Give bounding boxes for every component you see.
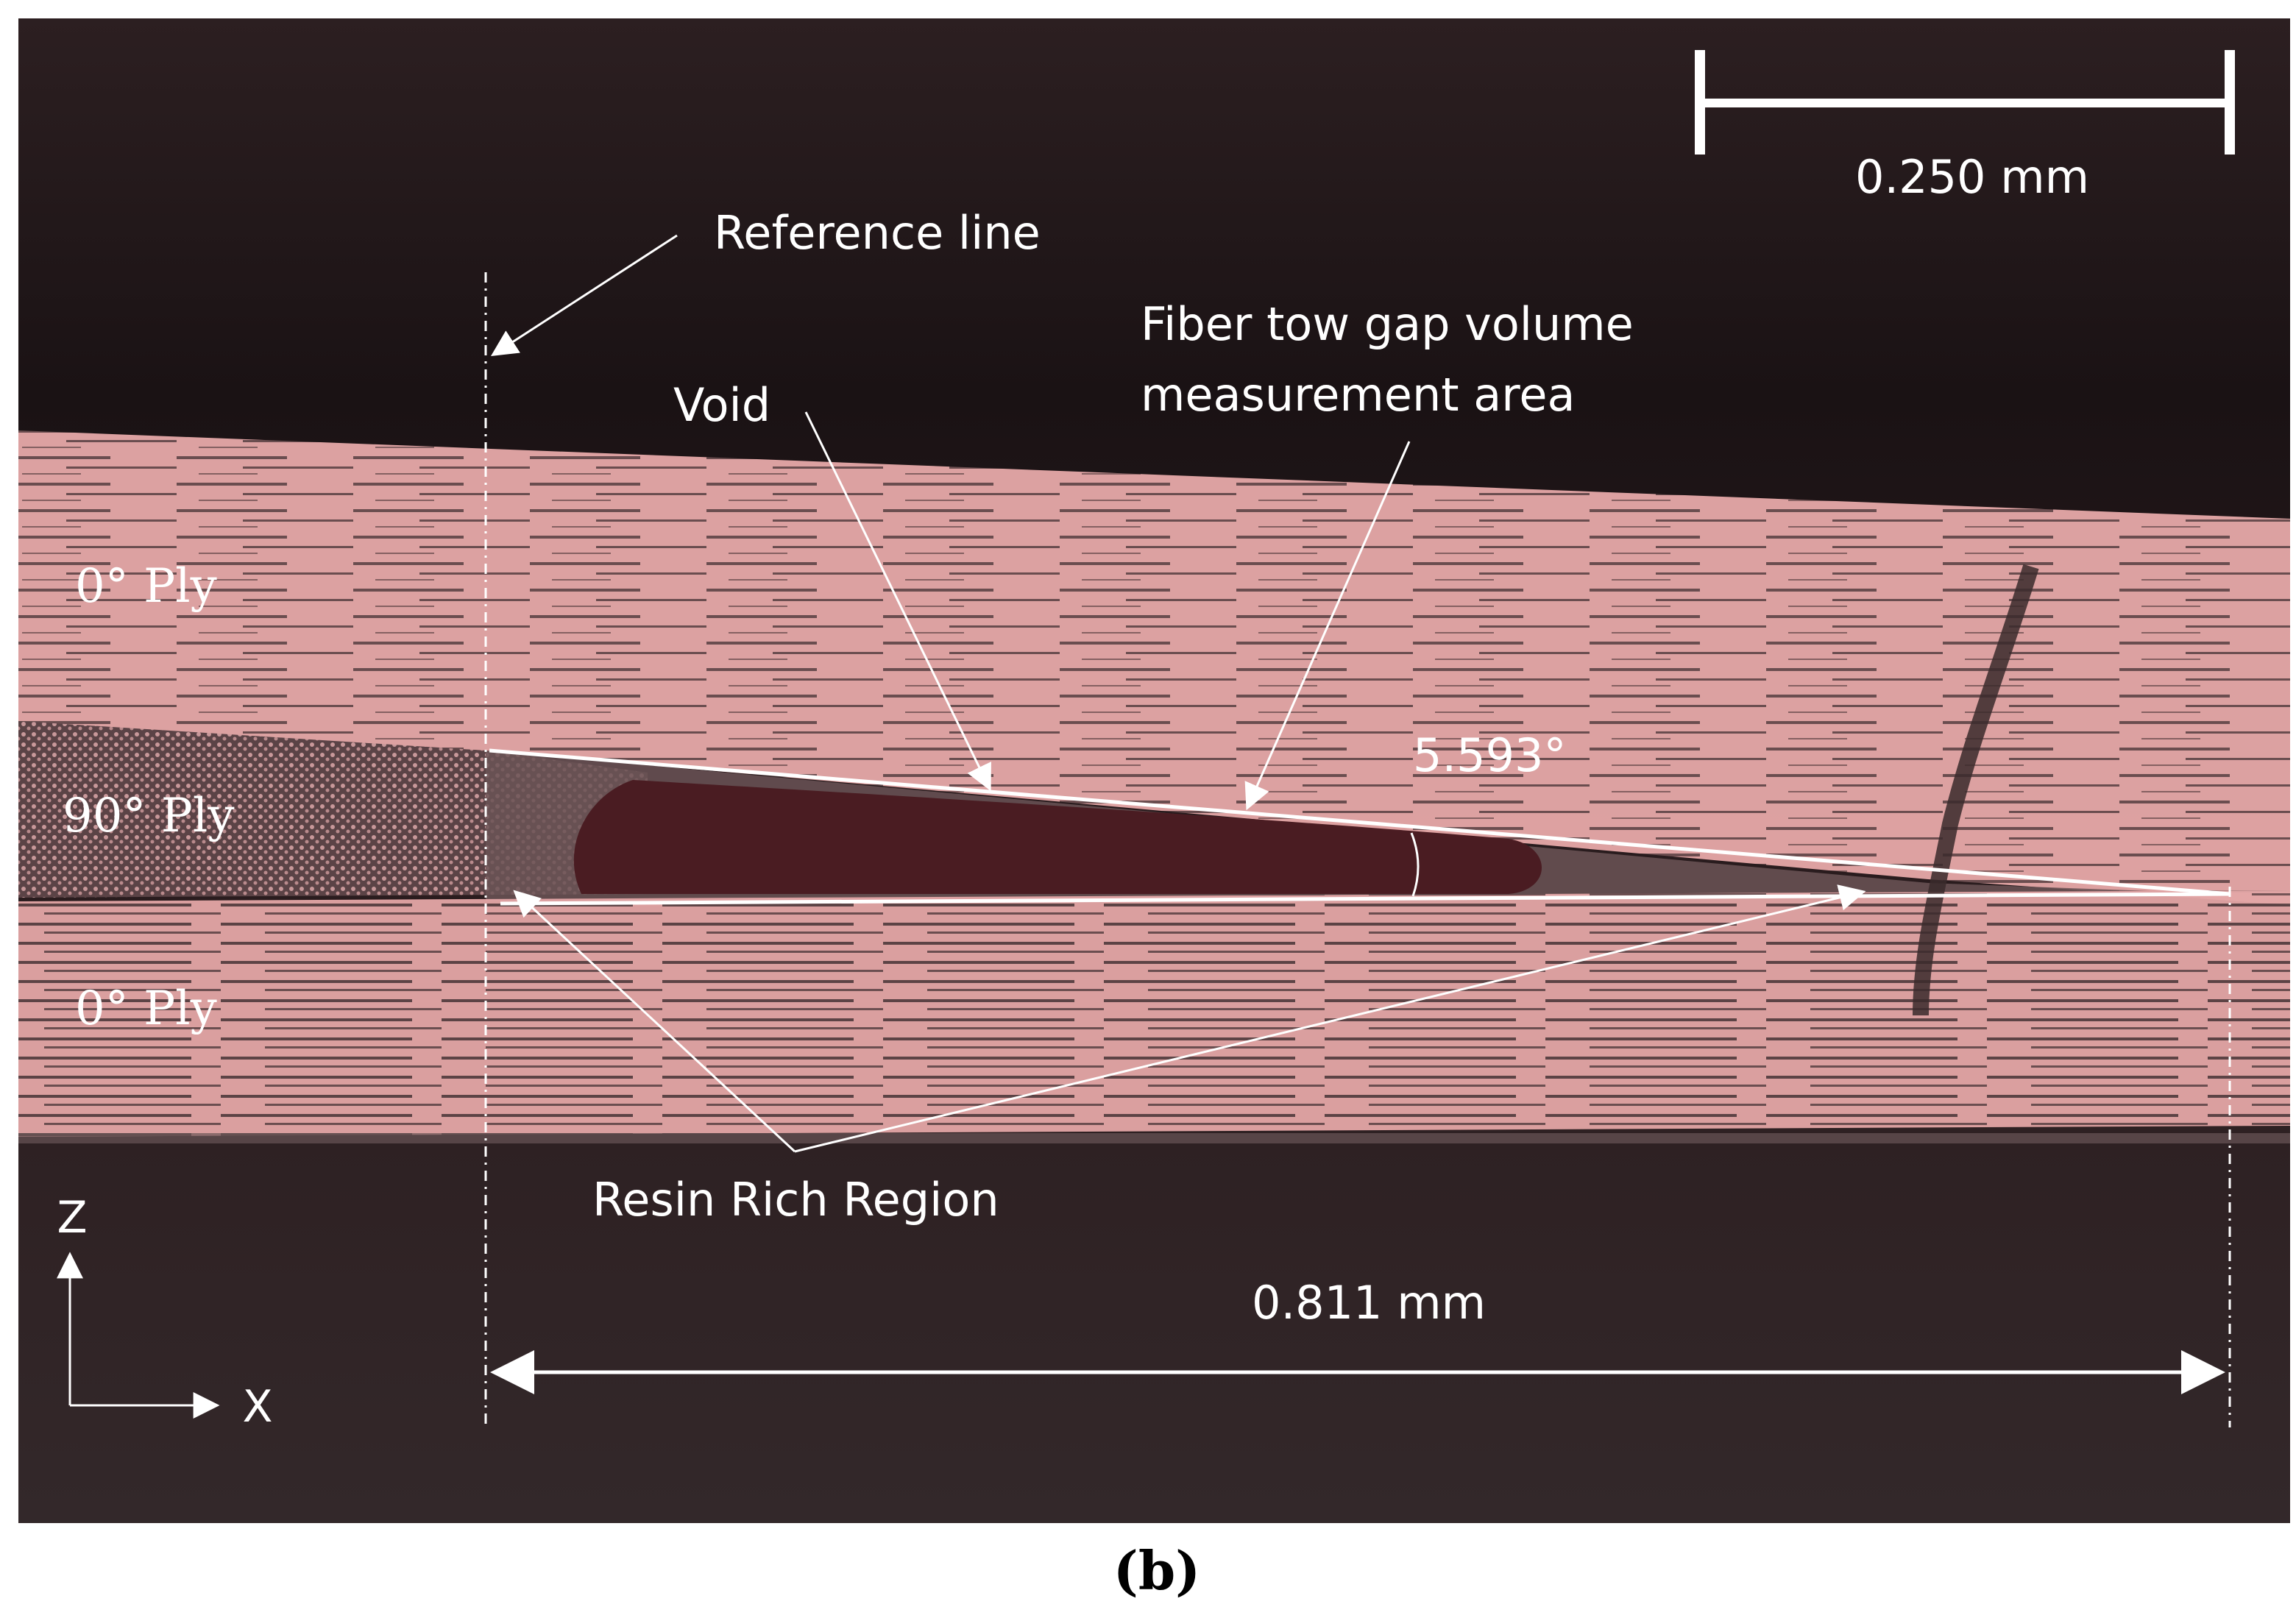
void-region (573, 780, 1542, 894)
axis-z-label: Z (57, 1192, 87, 1243)
ply-top-region (18, 430, 2290, 905)
reference-line-arrow (490, 234, 678, 356)
wedge-top-line (489, 748, 2231, 896)
scale-bar: 0.250 mm (1695, 50, 2235, 204)
length-label: 0.811 mm (1252, 1276, 1486, 1330)
angle-label: 5.593° (1413, 728, 1567, 782)
panel-label: (b) (1113, 1539, 1200, 1602)
scale-bar-label: 0.250 mm (1855, 150, 2089, 204)
ply-bottom-label: 0° Ply (75, 982, 217, 1036)
crack (1913, 564, 2039, 1016)
resin-rich-arrow-left (513, 890, 796, 1153)
axis-x-label: X (242, 1381, 272, 1433)
wedge-bottom-line (500, 892, 2231, 906)
ply-bottom-edge (18, 1133, 2290, 1143)
resin-rich-region-label: Resin Rich Region (592, 1173, 999, 1227)
ply-top-label: 0° Ply (75, 559, 217, 614)
fiber-tow-gap-label-line1: Fiber tow gap volume (1141, 297, 1634, 351)
reference-line-label: Reference line (714, 206, 1041, 260)
void-label: Void (673, 378, 770, 432)
angle-arc (1410, 832, 1420, 897)
ply-middle-label: 90° Ply (63, 789, 234, 843)
fiber-tow-gap-label-line2: measurement area (1141, 368, 1576, 422)
axis-indicator: Z X (57, 1192, 273, 1433)
void-arrow (804, 411, 991, 792)
resin-rich-arrow-right (794, 884, 1866, 1153)
ply-bottom-region (18, 890, 2290, 1137)
fiber-tow-gap-arrow (1244, 441, 1411, 811)
